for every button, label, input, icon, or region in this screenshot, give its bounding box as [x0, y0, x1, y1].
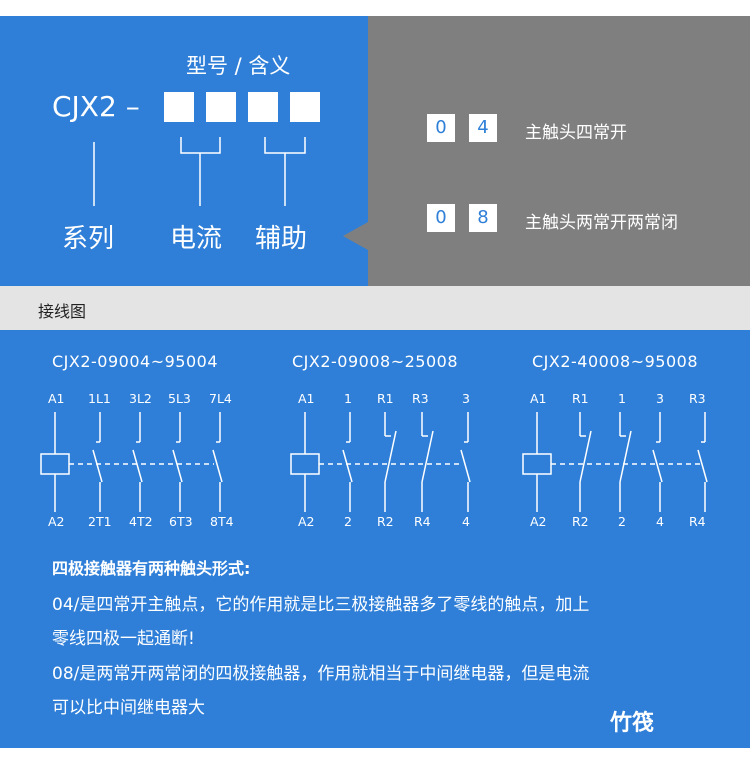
model-prefix: CJX2 – — [52, 90, 140, 123]
terminal-label: A1 — [530, 391, 547, 406]
terminal-label: 5L3 — [168, 391, 191, 406]
terminal-label: 4 — [462, 514, 470, 529]
wiring-diagram-1 — [40, 412, 223, 512]
description-line: 零线四极一起通断! — [52, 629, 195, 649]
code-square — [206, 92, 236, 122]
brand-logo: 竹筏 — [610, 711, 655, 736]
code-digit: 8 — [469, 204, 497, 232]
section-strip — [0, 286, 750, 330]
terminal-label: A1 — [48, 391, 65, 406]
code-panel — [368, 16, 750, 286]
terminal-label: 3L2 — [129, 391, 152, 406]
wiring-diagram-2 — [290, 412, 471, 512]
code-square — [248, 92, 278, 122]
label-current: 电流 — [170, 224, 223, 254]
terminal-label: 4T2 — [129, 514, 153, 529]
terminal-label: R2 — [572, 514, 589, 529]
code-square — [290, 92, 320, 122]
terminal-label: 7L4 — [209, 391, 232, 406]
footer-band — [0, 748, 750, 763]
diagram-panel — [0, 330, 750, 748]
code-digit: 0 — [427, 114, 455, 142]
code-meaning: 主触头四常开 — [525, 123, 627, 143]
terminal-label: R4 — [414, 514, 431, 529]
terminal-label: 6T3 — [169, 514, 193, 529]
description-line: 可以比中间继电器大 — [52, 698, 205, 718]
terminal-label: 8T4 — [210, 514, 234, 529]
code-meaning: 主触头两常开两常闭 — [525, 213, 678, 233]
terminal-label: 3 — [656, 391, 664, 406]
terminal-label: 2 — [344, 514, 352, 529]
terminal-label: R4 — [689, 514, 706, 529]
terminal-label: A2 — [48, 514, 65, 529]
code-square — [164, 92, 194, 122]
terminal-label: 1 — [344, 391, 352, 406]
model-title: 型号 / 含义 — [186, 54, 291, 78]
terminal-label: R3 — [412, 391, 429, 406]
wiring-diagram-3 — [522, 412, 708, 512]
terminal-label: 2 — [618, 514, 626, 529]
terminal-label: 2T1 — [88, 514, 112, 529]
terminal-label: 4 — [656, 514, 664, 529]
terminal-label: 1L1 — [88, 391, 111, 406]
terminal-label: A2 — [530, 514, 547, 529]
description-line: 08/是两常开两常闭的四极接触器，作用就相当于中间继电器，但是电流 — [52, 664, 590, 684]
description-line: 04/是四常开主触点，它的作用就是比三极接触器多了零线的触点，加上 — [52, 595, 590, 615]
model-connector-lines — [93, 137, 306, 206]
section-label: 接线图 — [38, 302, 87, 321]
description-heading: 四极接触器有两种触头形式: — [52, 559, 251, 578]
terminal-label: R2 — [377, 514, 394, 529]
code-digit: 0 — [427, 204, 455, 232]
diagram-title: CJX2-09004~95004 — [52, 352, 219, 371]
terminal-label: R3 — [689, 391, 706, 406]
code-digit: 4 — [469, 114, 497, 142]
terminal-label: A2 — [298, 514, 315, 529]
label-auxiliary: 辅助 — [255, 224, 308, 254]
panel-pointer — [343, 222, 368, 250]
terminal-label: 1 — [618, 391, 626, 406]
terminal-label: R1 — [572, 391, 589, 406]
terminal-label: 3 — [462, 391, 470, 406]
diagram-title: CJX2-09008~25008 — [292, 352, 459, 371]
model-panel — [0, 16, 368, 286]
terminal-label: R1 — [377, 391, 394, 406]
wiring-diagrams — [40, 412, 708, 512]
diagram-title: CJX2-40008~95008 — [532, 352, 699, 371]
terminal-label: A1 — [298, 391, 315, 406]
label-series: 系列 — [62, 224, 115, 254]
